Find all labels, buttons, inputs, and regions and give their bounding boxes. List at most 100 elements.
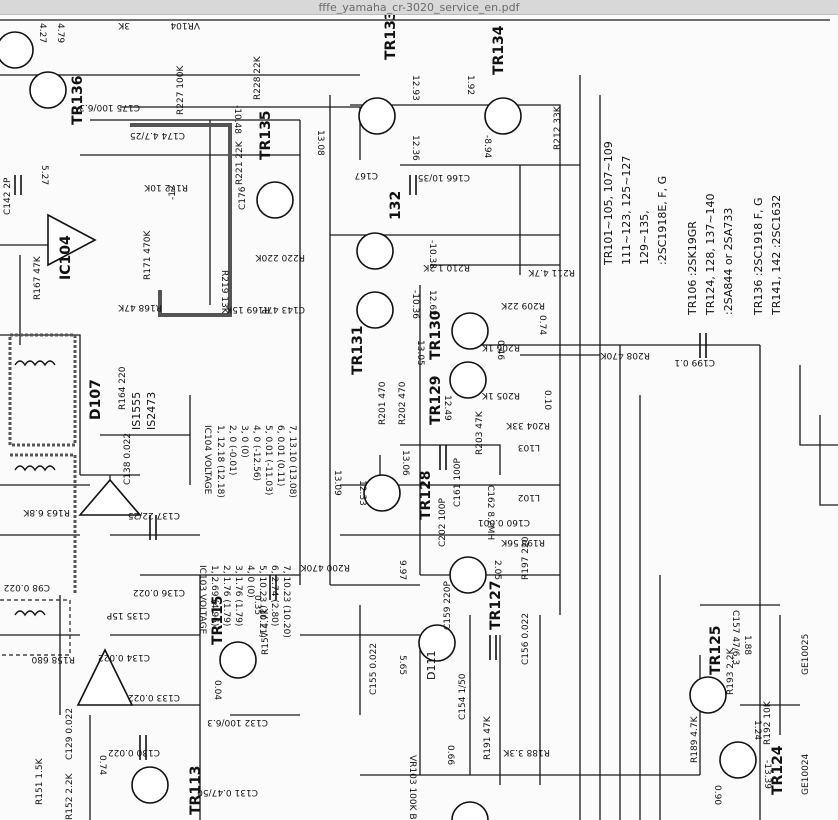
voltage-reading-6: 12.36 [410, 135, 420, 161]
voltage-reading-1: 13.08 [315, 130, 325, 156]
voltage-reading-8: 13.09 [332, 470, 342, 496]
label-r209: R209 22K [500, 300, 545, 310]
ic104-row-2: 2, 0 (-0.01) [227, 425, 237, 475]
label-r203: R203 47K [475, 410, 485, 455]
ic104-voltage-table: IC104 VOLTAGE 1, 12.18 (12.18) 2, 0 (-0.… [202, 425, 297, 498]
tr-top-left-symbol [0, 31, 34, 69]
label-vr103: VR103 100K B [407, 755, 417, 820]
label-tr131: TR131 [350, 325, 366, 375]
label-r151: R151 1.5K [35, 757, 45, 805]
tr131-symbol [356, 291, 394, 329]
voltage-reading-14: -8.94 [482, 135, 492, 159]
tr-d111-symbol [418, 624, 456, 662]
label-r228: R228 22K [253, 55, 263, 100]
shield-box [8, 333, 77, 447]
label-r191: R191 47K [483, 715, 493, 760]
tr132-symbol [356, 232, 394, 270]
label-d111: D111 [425, 651, 438, 680]
opamps [47, 213, 142, 706]
voltage-reading-7: 12.49 [442, 395, 452, 421]
ic103-row-2: 2, 1.76 (1.79) [221, 565, 231, 626]
ic103-row-5: 5, 10.23 (10.21) [257, 565, 267, 638]
label-tr132: 132 [388, 191, 404, 220]
label-l102: L102 [518, 492, 540, 502]
label-c167: C167 [355, 170, 378, 180]
note-line9: TR141, 142 :2SC1632 [770, 195, 783, 316]
label-c130: C130 0.022 [108, 747, 160, 757]
voltage-reading-23: 0.90 [712, 785, 722, 805]
tr134-symbol [484, 97, 522, 135]
label-c132: C132 100/6.3 [207, 717, 268, 727]
tr130-symbol [451, 312, 489, 350]
label-c129: C129 0.022 [65, 708, 75, 760]
capacitor-labels: C199 0.1 C166 10/35 C167 C143 47P C161 1… [3, 102, 740, 797]
label-ic104: IC104 [58, 235, 74, 280]
label-tr125: TR125 [708, 625, 724, 675]
label-c157: C157 47/6.3 [730, 610, 740, 665]
ic104-row-6: 6, 0.01 (0.11) [275, 425, 285, 486]
label-tr113: TR113 [188, 765, 204, 815]
tr113-symbol [131, 766, 169, 804]
tr124-symbol [719, 741, 757, 779]
ic103-row-1: 1, 2.69 (4.96) [209, 565, 219, 626]
label-tr115: TR115 [210, 595, 226, 645]
tr128-symbol [363, 474, 401, 512]
label-r200: R200 470K [300, 562, 350, 572]
voltage-reading-9: 12.33 [357, 480, 367, 506]
opamp-upper-symbol [78, 478, 142, 516]
label-c202: C202 100P [438, 497, 448, 547]
document-title: fffe_yamaha_cr-3020_service_en.pdf [318, 1, 520, 14]
label-c154: C154 1/50 [458, 673, 468, 720]
label-is1555: IS1555 [130, 392, 143, 430]
label-c155: C155 0.022 [369, 643, 379, 695]
label-r163: R163 6.8K [22, 507, 70, 517]
voltage-reading-21: 5.65 [397, 655, 407, 675]
label-r172: R172 10K [143, 182, 188, 192]
note-line5: TR106 :2SK19GR [686, 221, 699, 316]
voltage-reading-17: 0.74 [537, 315, 547, 335]
label-c176: C176 [238, 186, 248, 210]
schematic-page[interactable]: TR133 TR134 TR135 132 TR131 TR130 TR129 … [0, 15, 838, 820]
label-r169: R169 15K [225, 304, 270, 314]
voltage-reading-3: -10.36 [410, 290, 420, 319]
label-c156: C156 0.022 [521, 613, 531, 665]
label-r206: R206 1K [481, 342, 520, 352]
voltage-reading-32: 4.27 [37, 23, 47, 43]
label-is2473: IS2473 [145, 392, 158, 430]
voltage-reading-4: -10.38 [427, 240, 437, 269]
voltage-reading-26: 1.88 [742, 635, 752, 655]
misc-labels: IS1555 IS2473 VR103 100K B VR104 L102 L1… [117, 20, 811, 820]
label-r221: R221 22K [235, 140, 245, 185]
label-ge10025: GE10025 [801, 634, 811, 675]
label-tr134: TR134 [491, 25, 507, 75]
voltage-reading-27: 0.66 [445, 745, 455, 765]
tr133-symbol [358, 97, 396, 135]
label-r205: R205 1K [481, 390, 520, 400]
label-r152: R152 2.2K [65, 772, 75, 820]
label-c136: C136 0.022 [133, 587, 185, 597]
label-c134: C134 0.022 [98, 652, 150, 662]
label-r168: R168 47K [117, 302, 162, 312]
voltage-reading-29: 0.35 [252, 595, 262, 615]
label-c199: C199 0.1 [674, 357, 715, 367]
ic104-row-1: 1, 12.18 (12.18) [215, 425, 225, 498]
label-c135: C135 15P [106, 610, 150, 620]
label-c162: C162 8.2MH [485, 485, 495, 540]
dashed-module [0, 599, 71, 656]
note-line7: :2SA844 or 2SA733 [722, 208, 735, 315]
label-r211: R211 4.7K [527, 267, 575, 277]
voltage-reading-19: 2.05 [492, 560, 502, 580]
tr136-symbol [29, 71, 67, 109]
label-r212: R212 33K [553, 105, 563, 150]
capacitor-marks [14, 175, 707, 760]
voltage-reading-20: 9.97 [397, 560, 407, 580]
shield-trace [130, 123, 232, 317]
voltage-reading-30: 13.05 [415, 340, 425, 366]
label-r208: R208 470K [600, 350, 650, 360]
voltage-reading-18: 0.10 [542, 390, 552, 410]
ic103-row-7: 7, 10.23 (10.20) [281, 565, 291, 638]
label-l103: L103 [518, 442, 540, 452]
label-r189: R189 4.7K [690, 715, 700, 763]
ic103-row-3: 3, 1.76 (1.79) [233, 565, 243, 626]
label-d107: D107 [88, 379, 104, 420]
